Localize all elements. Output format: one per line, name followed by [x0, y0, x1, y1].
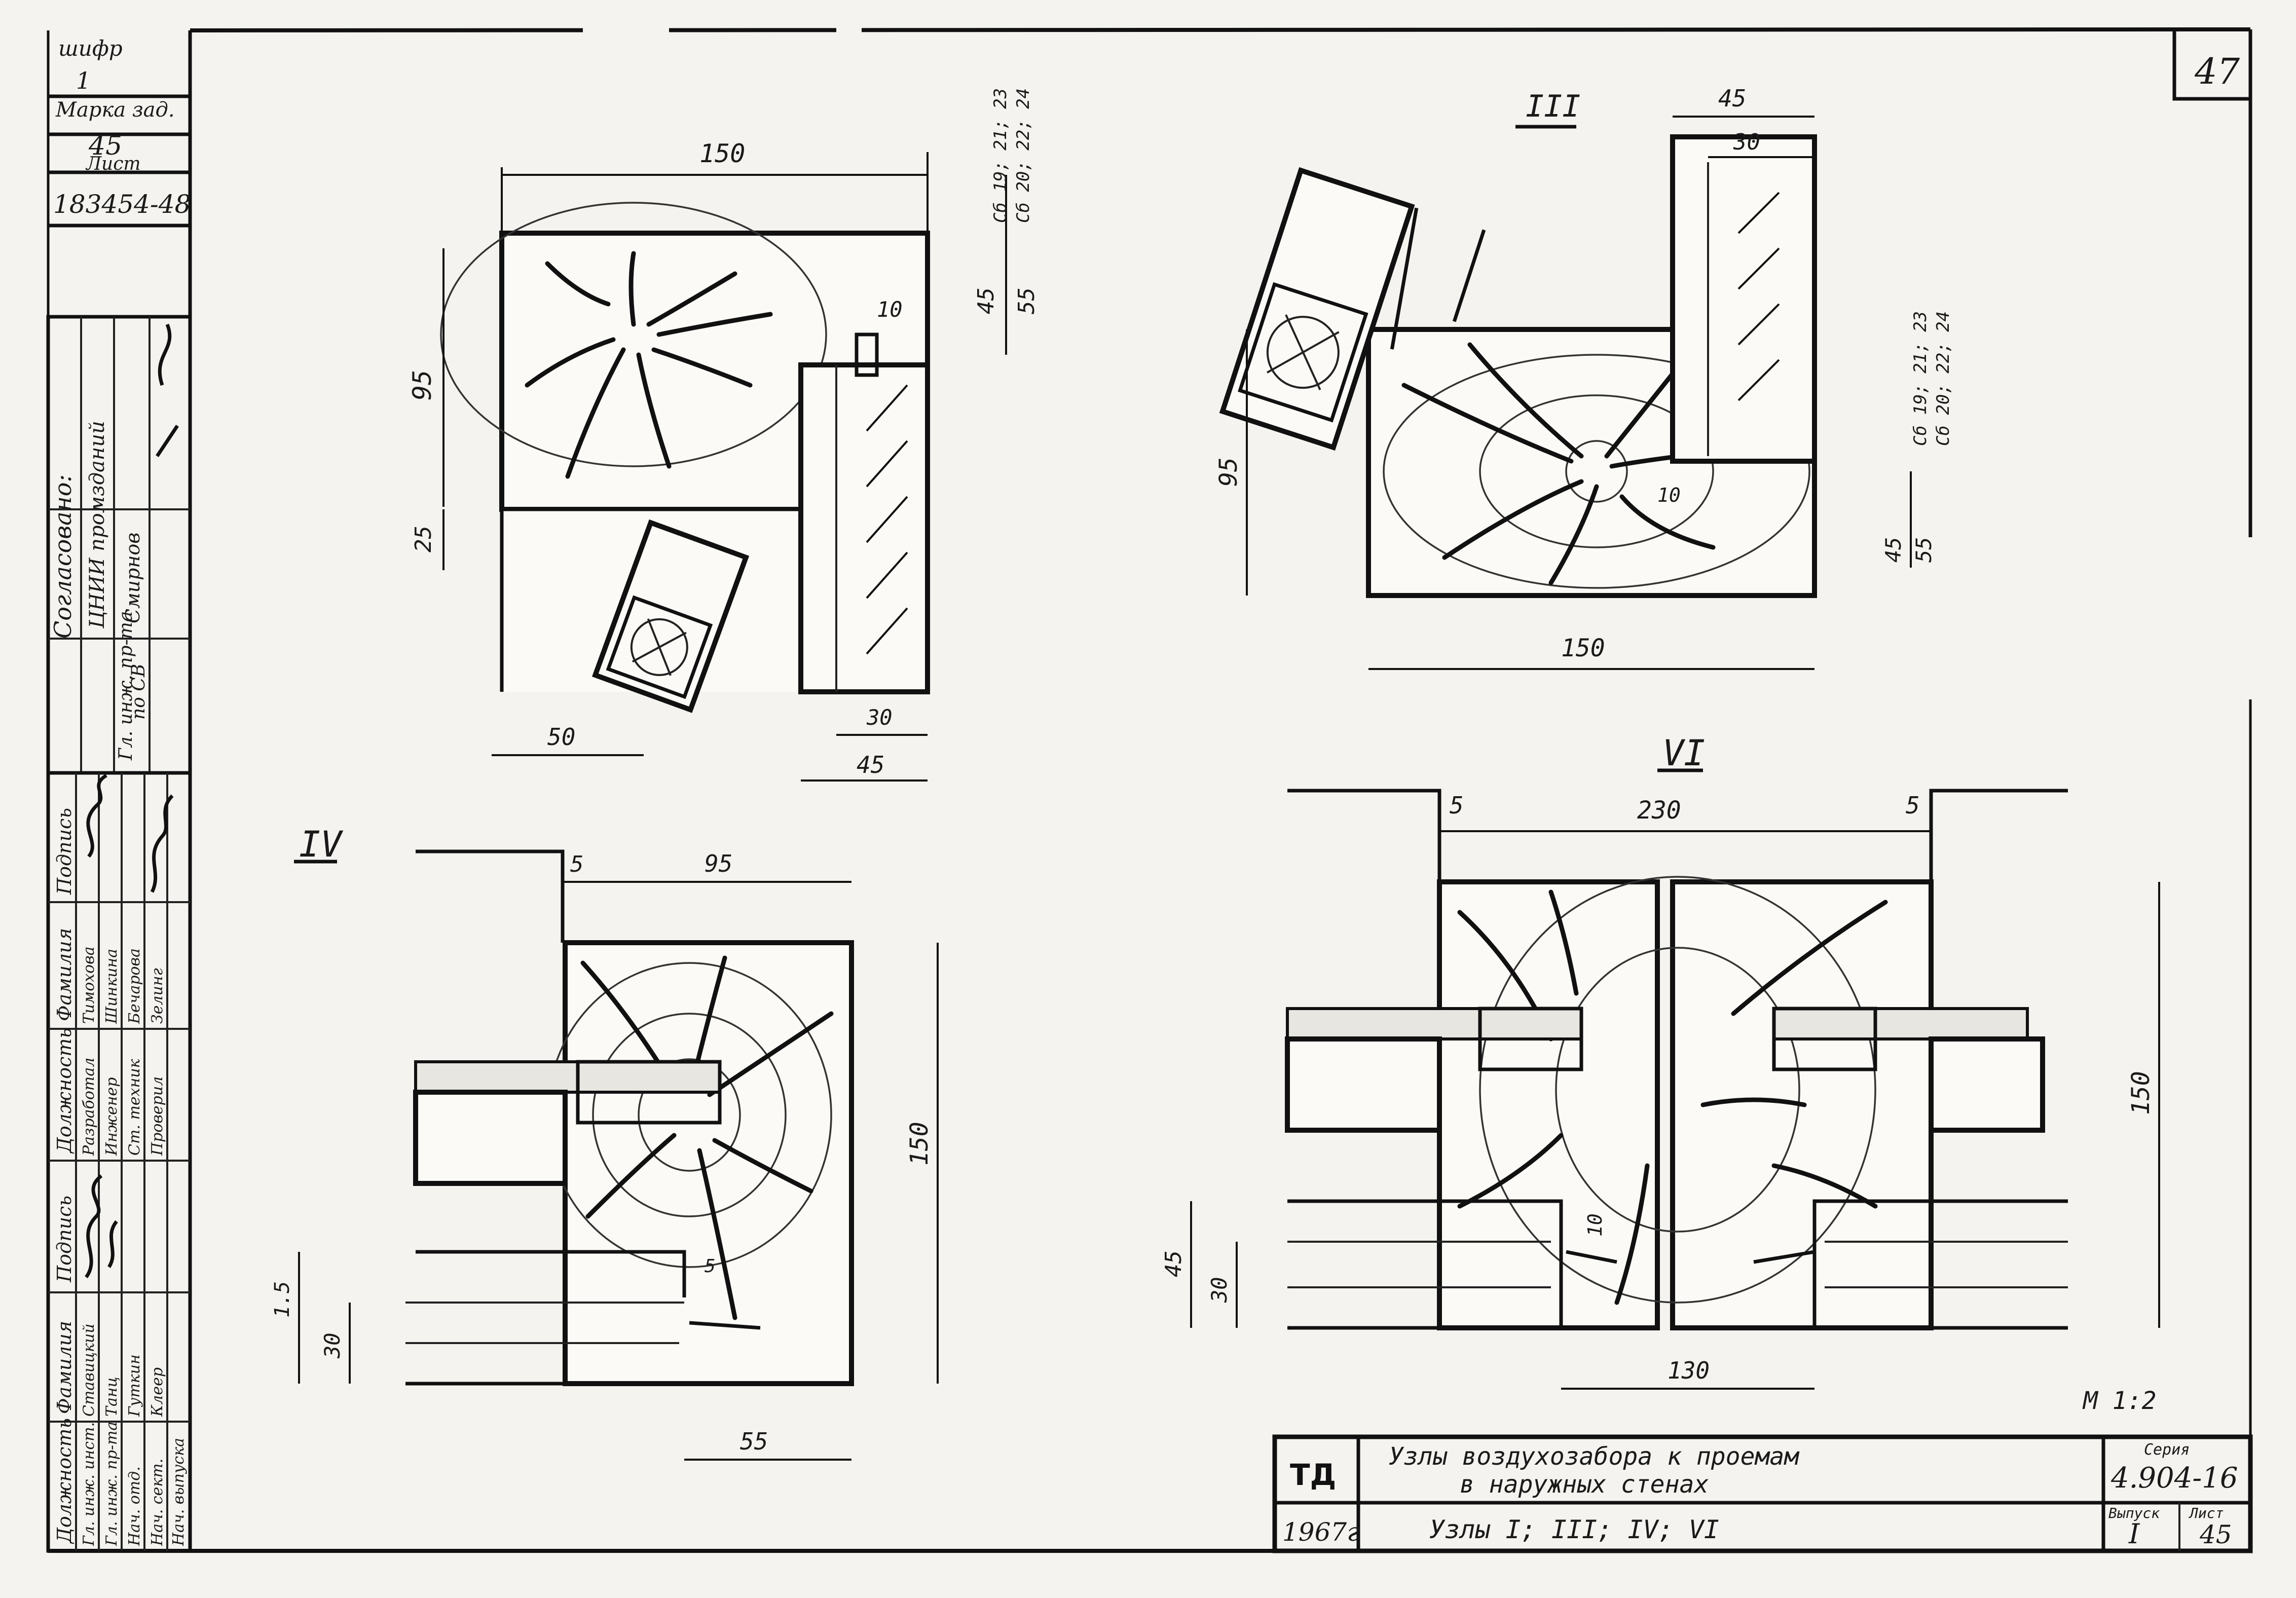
sheet-number: 47	[2194, 51, 2240, 92]
view-III: III 45 30 95 150	[1214, 85, 1953, 670]
stamp-sheet-label: Лист	[85, 154, 141, 174]
view-IV-dim-5b: 5	[705, 1256, 716, 1277]
title-line-2: в наружных стенах	[1460, 1470, 1709, 1499]
view-VI-dim-45: 45	[1161, 1250, 1187, 1277]
sig-r4-c4: Проверил	[149, 1076, 166, 1156]
title-series-label: Серия	[2144, 1441, 2190, 1459]
sig-r1-c4: Разработал	[80, 1058, 98, 1156]
view-IV-dim-30: 30	[320, 1332, 345, 1359]
view-VI: VI 5 230 5 150 45 30	[1161, 732, 2160, 1390]
view-VI-dim-5b: 5	[1906, 792, 1920, 819]
title-series: 4.904-16	[2110, 1462, 2238, 1495]
sig-r4-c1: Нач. сект.	[149, 1459, 166, 1546]
sig-r1-c5: Тимохова	[80, 946, 98, 1024]
stamp-cipher: шифр	[58, 36, 123, 61]
view-III-dim-95: 95	[1214, 457, 1243, 487]
approvals-heading: Согласовано:	[49, 474, 77, 639]
sig-header-6: Подпись	[53, 808, 76, 895]
view-I-dim-30: 30	[866, 705, 893, 730]
view-I-dim-55: 55	[1014, 287, 1040, 314]
sheet-number-box: 47	[2172, 30, 2250, 101]
view-VI-dim-30: 30	[1207, 1277, 1232, 1303]
view-VI-label: VI	[1662, 732, 1705, 774]
view-III-ref-1: Сб 19; 21; 23	[1910, 311, 1931, 446]
title-subtitle: Узлы I; III; IV; VI	[1429, 1515, 1719, 1544]
view-I-dim-95: 95	[408, 370, 437, 400]
sig-r5-c1: Нач. выпуска	[170, 1438, 188, 1546]
signature-scribble-4	[150, 794, 174, 893]
view-VI-dim-230: 230	[1637, 796, 1681, 825]
stamp-inventory: 1	[76, 67, 91, 94]
approvals-line-3: по СВ	[128, 664, 149, 720]
view-I-dim-10: 10	[877, 297, 903, 322]
stamp-brand: 45	[88, 131, 122, 161]
sig-r1-c1: Гл. инж. инст.	[80, 1422, 98, 1546]
title-issue-label: Выпуск	[2108, 1505, 2160, 1521]
view-III-dim-150: 150	[1561, 634, 1605, 662]
view-IV-dim-95: 95	[705, 850, 732, 877]
approvals-line-4: Смирнов	[122, 533, 144, 623]
view-I-dim-150: 150	[699, 139, 745, 168]
signature-scribble-3	[86, 773, 107, 858]
title-year: 1967г	[1282, 1517, 1360, 1547]
sig-header-4: Должность	[53, 1028, 76, 1154]
view-VI-dim-150: 150	[2127, 1071, 2155, 1115]
sig-r2-c4: Инженер	[103, 1077, 121, 1157]
sig-r3-c4: Ст. техник	[126, 1059, 143, 1156]
sig-r3-c2: Гуткин	[126, 1354, 143, 1417]
view-IV-dim-55: 55	[740, 1428, 768, 1455]
sig-r2-c5: Шинкина	[103, 949, 121, 1024]
signature-scribble-1	[85, 1174, 103, 1279]
view-IV-dim-5: 5	[570, 851, 584, 877]
sig-r2-c2: Танц	[103, 1377, 121, 1417]
side-stamp: шифр 1 Марка зад. 45 Лист 183454-48 Согл…	[46, 36, 192, 1553]
view-III-dim-10: 10	[1657, 484, 1681, 506]
signature-scribble-2	[107, 1220, 118, 1268]
title-org: ТД	[1290, 1458, 1336, 1492]
view-IV: IV 5 95 150 1.5 30 55 5	[271, 824, 939, 1461]
approvals-line-2: Гл. инж. пр-та	[116, 611, 136, 761]
view-I-ref-1: Сб 19; 21; 23	[990, 88, 1011, 223]
sig-r3-c5: Бечарова	[126, 948, 143, 1024]
title-issue: I	[2128, 1518, 2140, 1550]
sig-header-5: Фамилия	[53, 928, 76, 1021]
view-I-dim-50: 50	[547, 723, 575, 751]
view-III-dim-30: 30	[1733, 129, 1760, 155]
approvals-line-1: ЦНИИ промзданий	[86, 421, 109, 629]
sig-r2-c1: Гл. инж. пр-та	[103, 1422, 121, 1546]
view-III-dim-55: 55	[1911, 537, 1936, 563]
sig-r3-c1: Нач. отд.	[126, 1466, 143, 1546]
stamp-brand-label: Марка зад.	[55, 98, 175, 122]
view-I-ref-2: Сб 20; 22; 24	[1013, 88, 1033, 223]
view-III-dim-45: 45	[1718, 85, 1746, 112]
view-I-dim-25: 25	[411, 526, 436, 552]
sig-r4-c2: Клеер	[149, 1367, 166, 1417]
title-block: ТД 1967г Узлы воздухозабора к проемам в …	[1272, 1434, 2253, 1553]
sig-r4-c5: Зелинг	[149, 968, 166, 1024]
view-IV-dim-150: 150	[905, 1122, 934, 1166]
view-VI-dim-10: 10	[1584, 1213, 1606, 1237]
title-sheet: 45	[2199, 1520, 2232, 1549]
view-III-dim-45b: 45	[1881, 537, 1906, 563]
view-IV-label: IV	[299, 824, 344, 865]
view-I: 150 95 25 50 45 55 10 30 45 Сб 19; 21; 2…	[408, 88, 1040, 782]
stamp-archive-no: 183454-48	[53, 190, 191, 219]
title-sheet-label: Лист	[2189, 1505, 2224, 1521]
view-VI-dim-5a: 5	[1450, 792, 1464, 819]
sig-header-3: Подпись	[53, 1196, 76, 1283]
view-IV-dim-1.5: 1.5	[271, 1281, 294, 1318]
title-line-1: Узлы воздухозабора к проемам	[1389, 1442, 1800, 1471]
view-VI-dim-130: 130	[1668, 1357, 1710, 1384]
sig-r1-c2: Ставицкий	[80, 1323, 98, 1417]
view-III-ref-2: Сб 20; 22; 24	[1933, 311, 1953, 446]
sig-header-1: Должность	[53, 1418, 76, 1544]
sig-header-2: Фамилия	[53, 1321, 76, 1414]
view-III-label: III	[1526, 89, 1580, 124]
view-I-dim-45: 45	[973, 287, 999, 314]
view-I-dim-45b: 45	[857, 751, 884, 778]
scale-note: М 1:2	[2082, 1387, 2157, 1415]
